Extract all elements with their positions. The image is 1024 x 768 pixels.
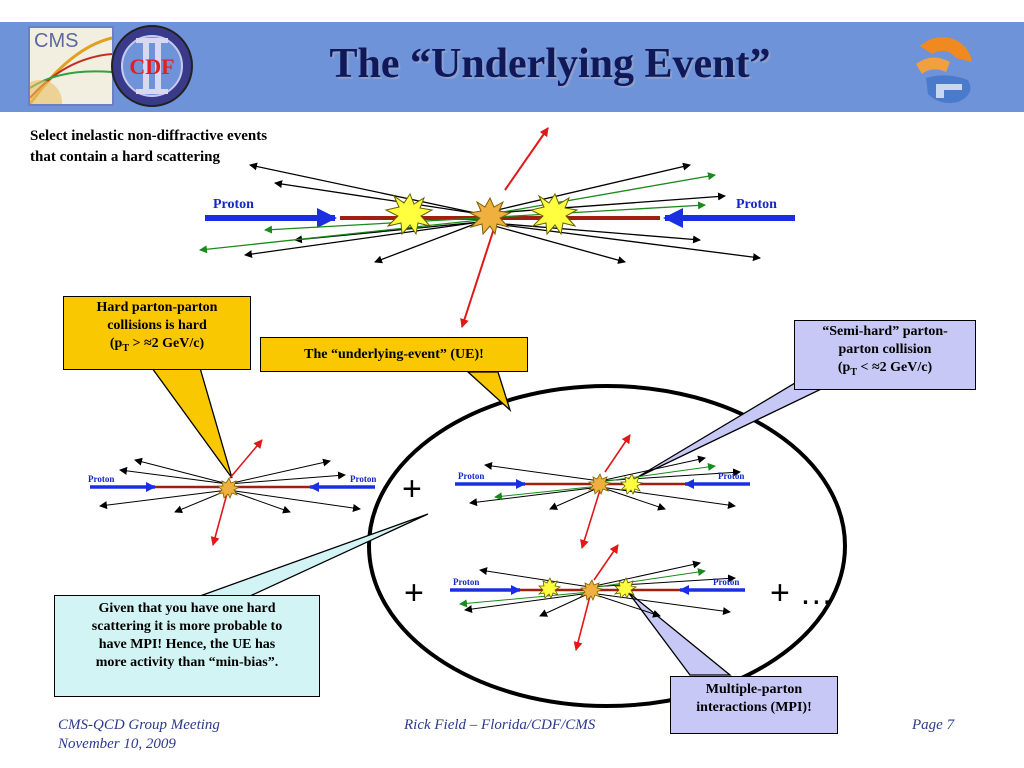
green-tracks	[199, 172, 716, 254]
plus-sign-lower: +	[404, 574, 424, 612]
given-line-4: more activity than “min-bias”.	[95, 655, 279, 670]
collision-star-center	[468, 196, 512, 236]
upper-small-event	[455, 434, 750, 549]
plus-ellipsis: + …	[770, 574, 834, 612]
proton-label-small-left-a: Proton	[88, 474, 115, 484]
semi-hard-line-3: (pT < ≈2 GeV/c)	[837, 360, 933, 378]
given-callout-pointer	[199, 513, 429, 597]
left-small-event	[90, 439, 375, 546]
cms-logo: CMS	[28, 26, 114, 106]
semi-hard-line-1: “Semi-hard” parton-	[822, 324, 948, 339]
cms-logo-text: CMS	[34, 30, 79, 52]
semi-hard-callout: “Semi-hard” parton- parton collision (pT…	[794, 320, 976, 390]
intro-line-1: Select inelastic non-diffractive events	[30, 128, 268, 144]
hard-collision-callout: Hard parton-parton collisions is hard (p…	[63, 296, 251, 370]
intro-line-2: that contain a hard scattering	[30, 149, 220, 165]
lower-small-event	[450, 544, 745, 651]
hard-callout-line-3: (pT > ≈2 GeV/c)	[109, 336, 205, 354]
page-title: The “Underlying Event”	[329, 41, 771, 87]
footer-meeting-info: CMS-QCD Group Meeting November 10, 2009	[58, 716, 220, 754]
hard-callout-pointer	[150, 367, 233, 479]
given-line-1: Given that you have one hard	[98, 601, 276, 616]
cms-logo-graphic	[30, 36, 112, 104]
given-hard-callout: Given that you have one hard scattering …	[54, 595, 320, 697]
hard-callout-line-2: collisions is hard	[107, 318, 207, 333]
mpi-line-1: Multiple-parton	[705, 682, 803, 697]
semi-hard-line-2: parton collision	[838, 342, 932, 357]
main-event	[199, 127, 795, 328]
cdf-logo-text: CDF	[129, 54, 174, 79]
hard-callout-line-1: Hard parton-parton	[96, 300, 218, 315]
proton-label-lower-a: Proton	[453, 577, 480, 587]
cdf-logo: CDF	[111, 25, 193, 107]
footer-date: November 10, 2009	[58, 736, 176, 752]
proton-label-right: Proton	[736, 197, 777, 212]
hard-track-up	[504, 127, 549, 191]
footer-page-number: Page 7	[912, 717, 955, 733]
proton-label-small-left-b: Proton	[350, 474, 377, 484]
mpi-callout: Multiple-parton interactions (MPI)!	[670, 676, 838, 734]
mpi-callout-pointer	[627, 591, 732, 676]
collision-star-right	[529, 192, 579, 236]
footer-meeting: CMS-QCD Group Meeting	[58, 717, 220, 733]
mpi-line-2: interactions (MPI)!	[696, 700, 812, 715]
proton-label-upper-a: Proton	[458, 471, 485, 481]
footer-author: Rick Field – Florida/CDF/CMS	[404, 717, 596, 733]
uf-logo	[906, 28, 986, 108]
intro-text: Select inelastic non-diffractive events …	[30, 126, 267, 168]
given-line-3: have MPI! Hence, the UE has	[98, 637, 276, 652]
proton-label-upper-b: Proton	[718, 471, 745, 481]
given-line-2: scattering it is more probable to	[91, 619, 283, 634]
underlying-event-callout: The “underlying-event” (UE)!	[260, 337, 528, 372]
collision-star-left	[384, 192, 434, 236]
proton-label-lower-b: Proton	[713, 577, 740, 587]
plus-sign-upper: +	[402, 470, 422, 508]
ue-callout-pointer	[466, 371, 512, 413]
soft-tracks	[244, 162, 761, 264]
proton-label-left: Proton	[213, 197, 254, 212]
ue-ellipse	[367, 384, 847, 708]
